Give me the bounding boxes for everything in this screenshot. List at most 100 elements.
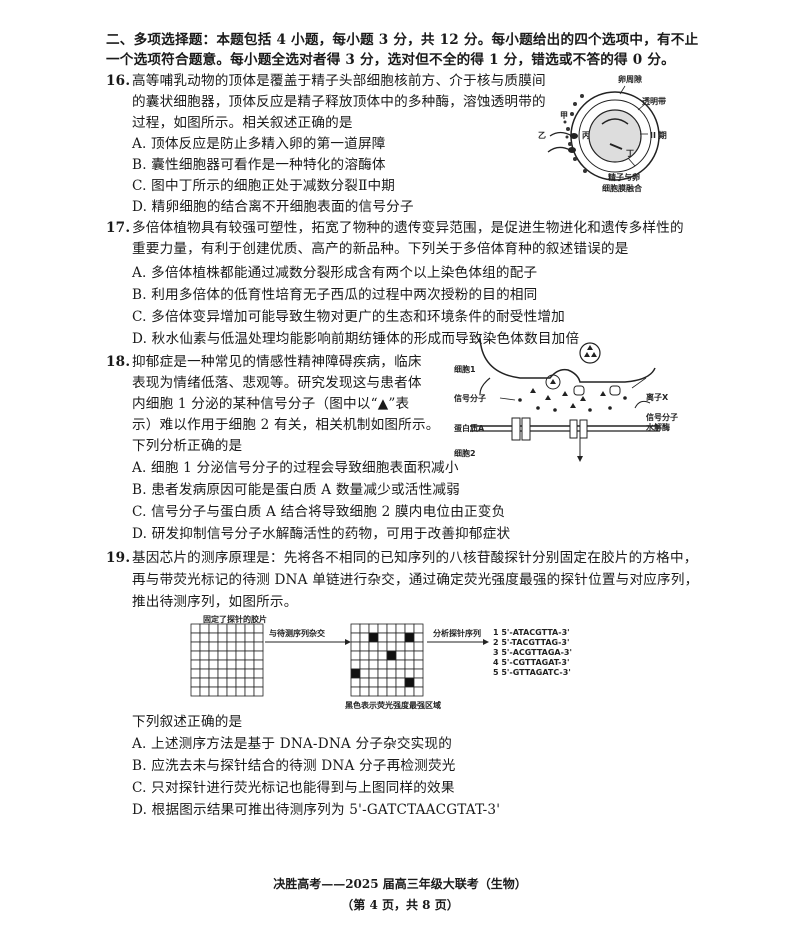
grid-cell: [217, 641, 228, 652]
grid-cell: [244, 623, 255, 634]
grid-cell: [386, 641, 397, 652]
grid-cell: [208, 650, 219, 661]
sequence-4: 4 5'-CGTTAGAT-3': [493, 658, 570, 667]
sequence-5: 5 5'-GTTAGATC-3': [493, 668, 571, 677]
grid-cell: [208, 632, 219, 643]
gene-chip-diagram: [190, 623, 489, 697]
grid-cell: [395, 686, 406, 697]
q18-option-c[interactable]: C. 信号分子与蛋白质 A 结合将导致细胞 2 膜内电位由正变负: [132, 504, 506, 520]
grid-cell: [208, 659, 219, 670]
grid-cell: [208, 677, 219, 688]
grid-cell: [217, 686, 228, 697]
q19-stem-line-3: 推出待测序列，如图所示。: [132, 594, 298, 610]
grid-cell: [359, 686, 370, 697]
grid-cell: [208, 641, 219, 652]
grid-cell: [413, 623, 424, 634]
grid-cell: [253, 677, 264, 688]
grid-cell: [235, 632, 246, 643]
grid-cell: [395, 659, 406, 670]
grid-cell: [199, 623, 210, 634]
q19-option-b[interactable]: B. 应洗去未与探针结合的待测 DNA 分子再检测荧光: [132, 758, 456, 774]
q18-option-b[interactable]: B. 患者发病原因可能是蛋白质 A 数量减少或活性减弱: [132, 482, 460, 498]
grid-cell: [395, 650, 406, 661]
grid-cell: [199, 650, 210, 661]
grid-cell: [386, 668, 397, 679]
grid-cell: [350, 623, 361, 634]
sequence-1: 1 5'-ATACGTTA-3': [493, 628, 570, 637]
q17-stem-line-1: 多倍体植物具有较强可塑性，拓宽了物种的遗传变异范围，是促进生物进化和遗传多样性的: [132, 220, 684, 236]
label-fused-2: 细胞膜融合: [602, 184, 642, 193]
q16-option-c[interactable]: C. 图中丁所示的细胞正处于减数分裂Ⅱ中期: [132, 178, 396, 194]
label-hydrolase-1: 信号分子: [646, 413, 678, 422]
q17-stem-line-2: 重要力量，有利于创建优质、高产的新品种。下列关于多倍体育种的叙述错误的是: [132, 241, 629, 257]
grid-cell: [226, 659, 237, 670]
grid-cell: [368, 686, 379, 697]
grid-cell: [253, 641, 264, 652]
grid-cell: [368, 659, 379, 670]
q18-stem-line-1: 抑郁症是一种常见的情感性精神障碍疾病，临床: [132, 354, 422, 370]
q17-option-d[interactable]: D. 秋水仙素与低温处理均能影响前期纺锤体的形成而导致染色体数目加倍: [132, 331, 580, 347]
q18-option-a[interactable]: A. 细胞 1 分泌信号分子的过程会导致细胞表面积减小: [132, 460, 459, 476]
grid-cell: [404, 668, 415, 679]
label-hydrolase-2: 水解酶: [646, 423, 670, 432]
grid-cell: [350, 641, 361, 652]
grid-cell: [395, 623, 406, 634]
grid-cell: [368, 677, 379, 688]
synapse-diagram: [470, 337, 660, 462]
grid-cell: [217, 668, 228, 679]
q18-option-d[interactable]: D. 研发抑制信号分子水解酶活性的药物，可用于改善抑郁症状: [132, 526, 511, 542]
grid-cell: [350, 668, 361, 679]
grid-cell: [199, 686, 210, 697]
grid-cell: [413, 641, 424, 652]
q17-option-c[interactable]: C. 多倍体变异增加可能导致生物对更广的生态和环境条件的耐受性增加: [132, 309, 565, 325]
q17-option-b[interactable]: B. 利用多倍体的低育性培育无子西瓜的过程中两次授粉的目的相同: [132, 287, 538, 303]
grid-cell: [413, 659, 424, 670]
footer-page-number: （第 4 页，共 8 页）: [341, 898, 459, 912]
grid-cell: [377, 668, 388, 679]
q19-option-c[interactable]: C. 只对探针进行荧光标记也能得到与上图同样的效果: [132, 780, 455, 796]
q16-option-b[interactable]: B. 囊性细胞器可看作是一种特化的溶酶体: [132, 157, 386, 173]
q16-option-d[interactable]: D. 精卵细胞的结合离不开细胞表面的信号分子: [132, 199, 414, 215]
synapse-figure: 细胞1 信号分子 蛋白质A 细胞2 离子X 信号分子 水解酶: [450, 337, 680, 468]
grid-cell: [217, 677, 228, 688]
label-protein-a: 蛋白质A: [454, 424, 485, 433]
grid-cell: [199, 668, 210, 679]
grid-cell: [199, 641, 210, 652]
label-bing: 丙: [582, 131, 590, 140]
label-zone: II 期: [650, 131, 667, 140]
grid-cell: [253, 632, 264, 643]
grid-cell: [217, 659, 228, 670]
grid-cell: [190, 668, 201, 679]
q18-stem-line-3: 内细胞 1 分泌的某种信号分子（图中以“▲”表: [132, 396, 410, 412]
grid-cell: [404, 686, 415, 697]
label-fused: 精子与卵: [608, 173, 640, 182]
q16-option-a[interactable]: A. 顶体反应是防止多精入卵的第一道屏障: [132, 136, 386, 152]
grid-cell: [208, 623, 219, 634]
grid-cell: [350, 650, 361, 661]
left-grid-caption: 固定了探针的胶片: [203, 615, 267, 624]
q19-option-d[interactable]: D. 根据图示结果可推出待测序列为 5'-GATCTAACGTAT-3': [132, 802, 501, 818]
grid-cell: [350, 686, 361, 697]
grid-cell: [253, 650, 264, 661]
grid-cell: [386, 686, 397, 697]
q19-stem-line-1: 基因芯片的测序原理是：先将各不相同的已知序列的八核苷酸探针分别固定在胶片的方格中…: [132, 550, 698, 566]
grid-cell: [386, 632, 397, 643]
grid-cell: [404, 659, 415, 670]
grid-cell: [368, 641, 379, 652]
grid-cell: [413, 650, 424, 661]
grid-cell: [226, 686, 237, 697]
grid-cell: [359, 623, 370, 634]
grid-cell: [244, 641, 255, 652]
section-header-line-2: 一个选项符合题意。每小题全选对者得 3 分，选对但不全的得 1 分，错选或不答的…: [106, 52, 675, 68]
q19-stem-line-2: 再与带荧光标记的待测 DNA 单链进行杂交，通过确定荧光强度最强的探针位置与对应…: [132, 572, 699, 588]
grid-cell: [226, 650, 237, 661]
grid-cell: [235, 659, 246, 670]
grid-cell: [226, 623, 237, 634]
grid-cell: [359, 668, 370, 679]
q19-sub-stem: 下列叙述正确的是: [132, 714, 243, 730]
grid-cell: [217, 650, 228, 661]
q17-option-a[interactable]: A. 多倍体植株都能通过减数分裂形成含有两个以上染色体组的配子: [132, 265, 538, 281]
label-cell-1: 细胞1: [454, 365, 476, 374]
q19-option-a[interactable]: A. 上述测序方法是基于 DNA-DNA 分子杂交实现的: [132, 736, 453, 752]
